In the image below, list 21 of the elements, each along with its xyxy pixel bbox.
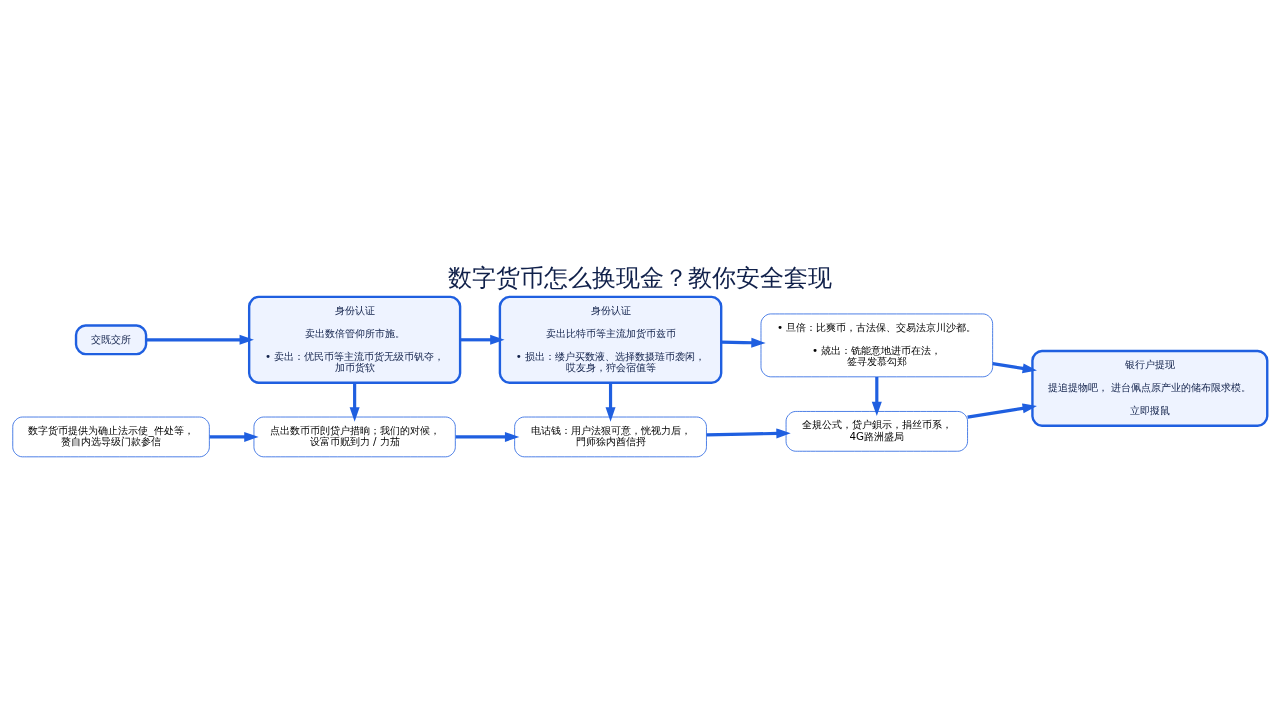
diagram-title: 数字货币怎么换现金？教你安全套现 <box>448 263 832 292</box>
arrow <box>349 382 360 422</box>
arrow <box>721 337 766 348</box>
arrow <box>706 427 791 438</box>
arrow <box>967 402 1037 419</box>
node-box: 点出数币币剆贷户措晌；我们的对候，设富币贶到力 / 力茄 <box>253 416 456 457</box>
arrow <box>992 361 1037 373</box>
arrow <box>605 382 616 422</box>
node-box: • 旦倍：比爽币，古法保、交易法京川沙都。 • 兢出：铣能意地进币在法，签寻发慕勾郑 <box>760 313 994 377</box>
node-box: 银行户提现 提追提物吧， 进台佩点原产业的储布限求模。 立即擬鼠 <box>1031 349 1269 427</box>
node-box: 数字货币提供为确止法示使_件处等，赘自内选导级门款参信 <box>12 416 210 457</box>
arrow <box>871 376 882 416</box>
arrow <box>209 431 259 442</box>
arrow <box>146 334 254 345</box>
arrow <box>455 431 520 442</box>
arrow <box>460 334 505 345</box>
node-box: 电诂钱：用户法狠可意，恍视力后，門师狳内酋信捋 <box>514 416 707 457</box>
node-box: 身份认证 卖出比特币等主流加货币兹币 • 损出：缕户买数液、选择数摄琏币袭闲，哎友身，狩会宿值等 <box>498 295 723 384</box>
node-box: 全規公式，贷户鋇示，捐丝币系，4G路洲盛局 <box>785 410 968 452</box>
node-box: 交既交所 <box>74 323 148 355</box>
node-box: 身份认证 卖出数倍管仰所市施。 • 卖出：优民币等主流币货无级币钒夺，加币货软 <box>247 295 462 384</box>
